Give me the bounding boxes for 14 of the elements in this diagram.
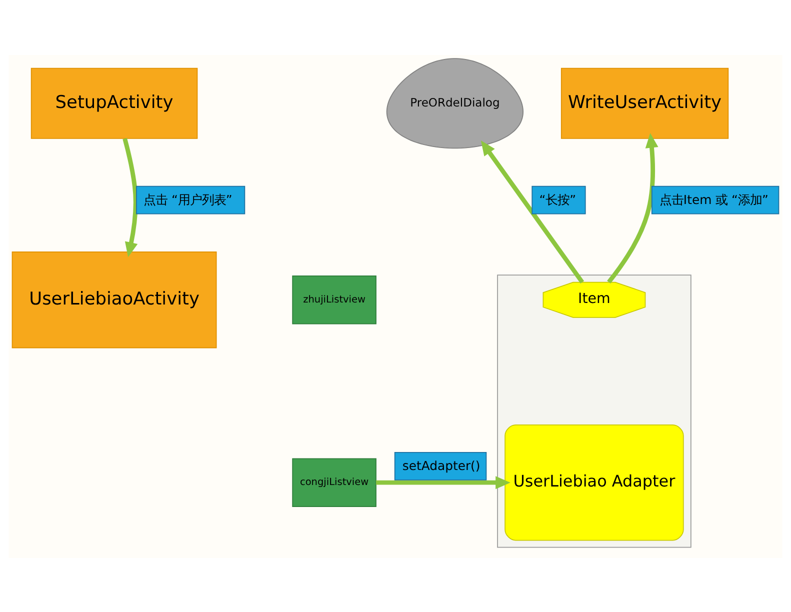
edge-label: “长按” [539, 191, 576, 206]
node-box: UserLiebiaoActivity [12, 251, 217, 348]
cluster [497, 274, 692, 548]
node-box: WriteUserActivity [560, 67, 729, 138]
node-box: SetupActivity [30, 67, 198, 138]
node-box: congjiListview [292, 458, 376, 506]
node-box: UserLiebiao Adapter [504, 424, 684, 540]
edge-label: 点击 “用户列表” [144, 191, 232, 206]
edge-label: setAdapter() [402, 457, 480, 472]
edge-label: 点击Item 或 “添加” [659, 191, 768, 206]
node-box: zhujiListview [292, 274, 376, 324]
arrow [122, 138, 138, 257]
arrow [376, 476, 510, 489]
arrow [607, 132, 658, 283]
